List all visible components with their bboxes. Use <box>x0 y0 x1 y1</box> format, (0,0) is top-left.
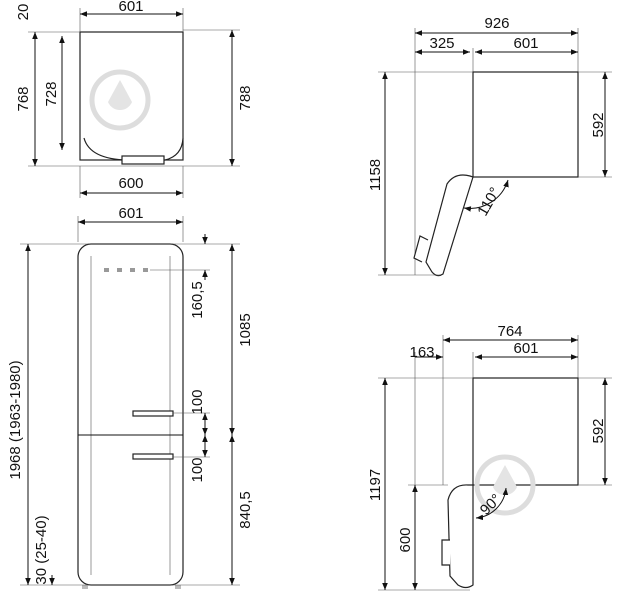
dim-90-door-width: 600 <box>397 527 414 552</box>
angle-110: 110° <box>474 185 504 219</box>
dim-front-logo-offset: 160,5 <box>189 281 206 319</box>
handle-upper <box>132 410 174 417</box>
dim-90-width: 592 <box>590 418 607 443</box>
dim-110-depth: 601 <box>513 35 538 52</box>
plan-view-110: 926 325 601 110° 1158 592 <box>367 15 612 277</box>
door-handle <box>413 235 429 263</box>
handle-lower <box>132 453 174 460</box>
dim-90-diagonal: 1197 <box>367 469 384 501</box>
open-door-90 <box>447 484 474 589</box>
open-door-110 <box>425 174 474 277</box>
dim-front-lower-height: 840,5 <box>237 491 254 529</box>
dim-110-diagonal: 1158 <box>367 159 384 191</box>
dim-front-handle-lower: 100 <box>189 457 206 482</box>
dim-side-width-top: 601 <box>118 0 143 15</box>
dim-front-upper-height: 1085 <box>237 313 254 346</box>
watermark-icon <box>89 69 151 131</box>
smeg-logo <box>104 268 148 272</box>
dim-front-handle-upper: 100 <box>189 389 206 414</box>
dim-side-height-total: 788 <box>237 85 254 110</box>
door-handle-90 <box>441 539 450 566</box>
side-view: 601 768 20 728 788 600 <box>15 0 254 198</box>
fridge-plan-body <box>472 71 579 178</box>
dim-front-width: 601 <box>118 205 143 222</box>
dim-90-door-swing: 163 <box>409 344 434 361</box>
dim-side-gap: 20 <box>15 4 32 21</box>
dim-side-height-outer: 768 <box>15 86 32 111</box>
dim-110-total-depth: 926 <box>484 15 509 32</box>
front-view: 601 1968 (1963-1980) 30 (25-40) 160,5 10… <box>7 205 254 589</box>
dim-90-total-depth: 764 <box>497 323 522 340</box>
dim-110-door-swing: 325 <box>429 35 454 52</box>
dim-side-height-inner: 728 <box>43 81 60 106</box>
dim-side-width-bottom: 600 <box>118 175 143 192</box>
dim-front-total-height: 1968 (1963-1980) <box>7 360 24 479</box>
dim-front-feet: 30 (25-40) <box>33 515 50 584</box>
plan-view-90: 764 163 601 90° 1197 600 592 <box>367 323 612 591</box>
dim-110-width: 592 <box>590 112 607 137</box>
handle-side <box>121 155 165 165</box>
dim-90-depth: 601 <box>513 340 538 357</box>
